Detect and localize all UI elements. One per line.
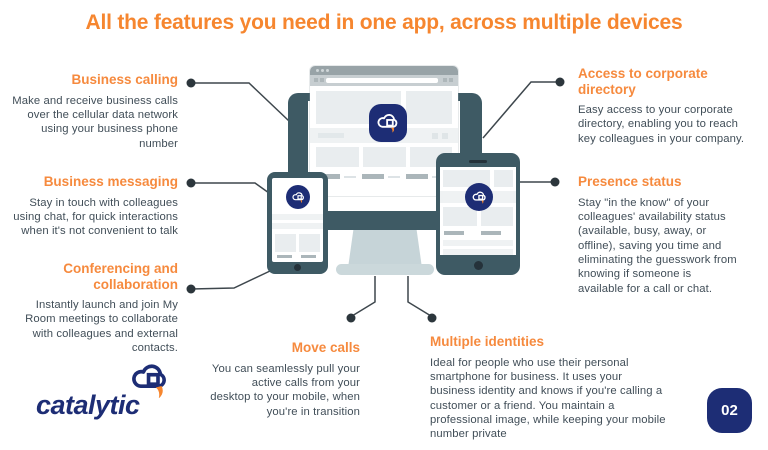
feature-body: Make and receive business calls over the…: [12, 94, 178, 150]
tablet: [436, 153, 520, 275]
feature-title: Business calling: [71, 72, 178, 87]
feature-body: Instantly launch and join My Room meetin…: [25, 299, 178, 355]
feature-body: Stay "in the know" of your colleagues' a…: [578, 196, 737, 295]
cloud-app-icon: [369, 104, 407, 142]
browser-content: [310, 86, 458, 196]
browser-titlebar: [310, 66, 458, 75]
smartphone: [267, 172, 328, 274]
feature-move-calls: Move calls You can seamlessly pull your …: [210, 340, 360, 419]
cloud-app-icon: [465, 183, 493, 211]
feature-multiple-identities: Multiple identities Ideal for people who…: [430, 334, 666, 442]
monitor-stand-base: [336, 264, 434, 275]
feature-conferencing-collaboration: Conferencing and collaboration Instantly…: [8, 261, 178, 355]
feature-title: Move calls: [291, 340, 360, 355]
feature-presence-status: Presence status Stay "in the know" of yo…: [578, 174, 738, 296]
phone-home-button: [294, 264, 301, 271]
browser-toolbar: [310, 75, 458, 86]
brand-wordmark: catalytic: [36, 390, 140, 420]
cloud-logo-icon: [128, 358, 172, 403]
browser-address-bar: [326, 78, 438, 83]
page-title: All the features you need in one app, ac…: [85, 11, 683, 34]
feature-title: Presence status: [578, 174, 682, 189]
tablet-speaker: [469, 160, 487, 163]
feature-title: Business messaging: [43, 174, 178, 189]
feature-business-messaging: Business messaging Stay in touch with co…: [8, 174, 178, 239]
feature-body: Easy access to your corporate directory,…: [578, 104, 745, 145]
feature-business-calling: Business calling Make and receive busine…: [8, 72, 178, 151]
feature-body: Ideal for people who use their personal …: [430, 356, 666, 441]
cloud-app-icon: [286, 185, 310, 209]
phone-screen: [272, 178, 323, 262]
tablet-home-button: [474, 261, 483, 270]
feature-title: Access to corporate directory: [578, 66, 708, 97]
tablet-screen: [440, 167, 516, 255]
feature-corporate-directory: Access to corporate directory Easy acces…: [578, 66, 756, 146]
brand-logo: catalytic: [36, 358, 186, 428]
page-number-badge: 02: [707, 388, 752, 433]
feature-title: Multiple identities: [430, 334, 545, 349]
feature-title: Conferencing and collaboration: [63, 261, 178, 292]
feature-body: You can seamlessly pull your active call…: [210, 362, 360, 418]
monitor-stand-neck: [348, 226, 422, 268]
browser-window: [310, 66, 458, 196]
feature-body: Stay in touch with colleagues using chat…: [13, 196, 178, 238]
